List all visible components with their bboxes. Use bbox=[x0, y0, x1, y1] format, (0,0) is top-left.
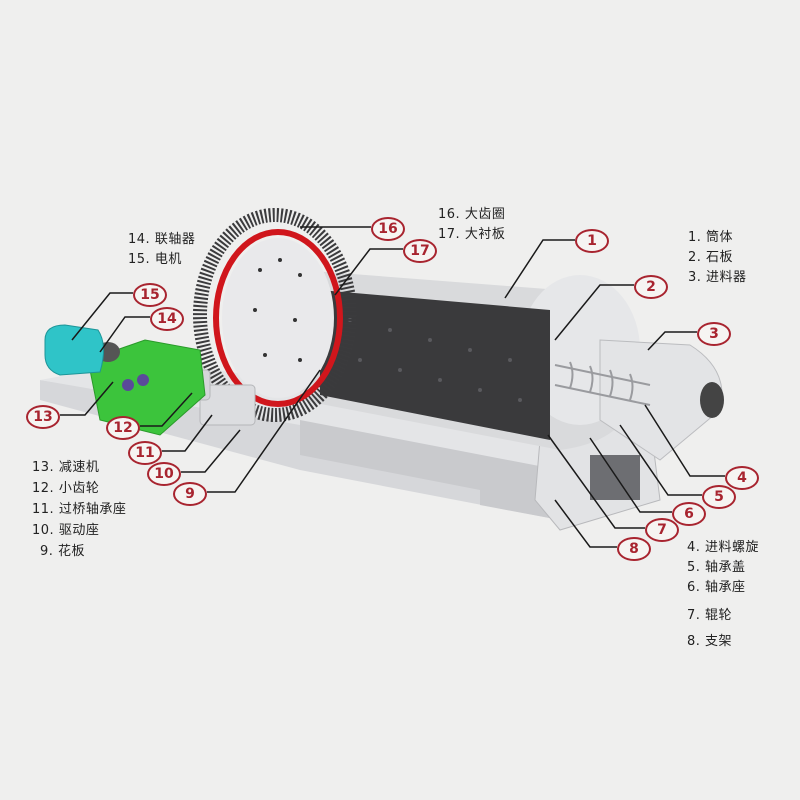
legend-item: 9. 花板 bbox=[40, 544, 86, 559]
callout-15: 15 bbox=[133, 283, 167, 307]
callout-14: 14 bbox=[150, 307, 184, 331]
legend-item: 17. 大衬板 bbox=[438, 227, 506, 242]
legend-item: 15. 电机 bbox=[128, 252, 182, 267]
legend-item: 4. 进料螺旋 bbox=[687, 540, 760, 555]
large-gear-ring bbox=[193, 208, 357, 422]
legend-item: 8. 支架 bbox=[687, 634, 733, 649]
callout-2: 2 bbox=[634, 275, 668, 299]
reducer-port bbox=[122, 379, 134, 391]
callout-4: 4 bbox=[725, 466, 759, 490]
feeder-housing bbox=[599, 339, 724, 461]
legend-item: 6. 轴承座 bbox=[687, 580, 746, 595]
legend-top-right: 1. 筒体 2. 石板 3. 进料器 bbox=[688, 228, 747, 288]
legend-top-left: 14. 联轴器 15. 电机 bbox=[128, 230, 195, 270]
legend-item: 1. 筒体 bbox=[688, 230, 734, 245]
support-window bbox=[590, 455, 640, 500]
leader-lines bbox=[60, 226, 725, 548]
legend-bottom-left: 13. 减速机 12. 小齿轮 11. 过桥轴承座 10. 驱动座 9. 花板 bbox=[32, 457, 126, 562]
feed-screw bbox=[554, 361, 651, 406]
callout-1: 1 bbox=[575, 229, 609, 253]
callout-8: 8 bbox=[617, 537, 651, 561]
legend-item: 10. 驱动座 bbox=[32, 523, 100, 538]
callout-16: 16 bbox=[371, 217, 405, 241]
callout-10: 10 bbox=[147, 462, 181, 486]
legend-item: 2. 石板 bbox=[688, 250, 734, 265]
callout-5: 5 bbox=[702, 485, 736, 509]
callout-17: 17 bbox=[403, 239, 437, 263]
legend-item: 16. 大齿圈 bbox=[438, 207, 506, 222]
legend-item: 11. 过桥轴承座 bbox=[32, 502, 127, 517]
callout-11: 11 bbox=[128, 441, 162, 465]
reducer-port bbox=[137, 374, 149, 386]
callout-6: 6 bbox=[672, 502, 706, 526]
callout-3: 3 bbox=[697, 322, 731, 346]
motor bbox=[44, 324, 104, 376]
legend-item: 13. 减速机 bbox=[32, 460, 100, 475]
legend-item: 3. 进料器 bbox=[688, 270, 747, 285]
callout-12: 12 bbox=[106, 416, 140, 440]
legend-bottom-right: 4. 进料螺旋 5. 轴承盖 6. 轴承座 7. 辊轮 8. 支架 bbox=[687, 538, 759, 652]
legend-item: 14. 联轴器 bbox=[128, 232, 196, 247]
legend-item: 5. 轴承盖 bbox=[687, 560, 746, 575]
legend-top-center: 16. 大齿圈 17. 大衬板 bbox=[438, 205, 505, 245]
callout-9: 9 bbox=[173, 482, 207, 506]
legend-item: 12. 小齿轮 bbox=[32, 481, 100, 496]
legend-item: 7. 辊轮 bbox=[687, 608, 733, 623]
callout-7: 7 bbox=[645, 518, 679, 542]
callout-13: 13 bbox=[26, 405, 60, 429]
